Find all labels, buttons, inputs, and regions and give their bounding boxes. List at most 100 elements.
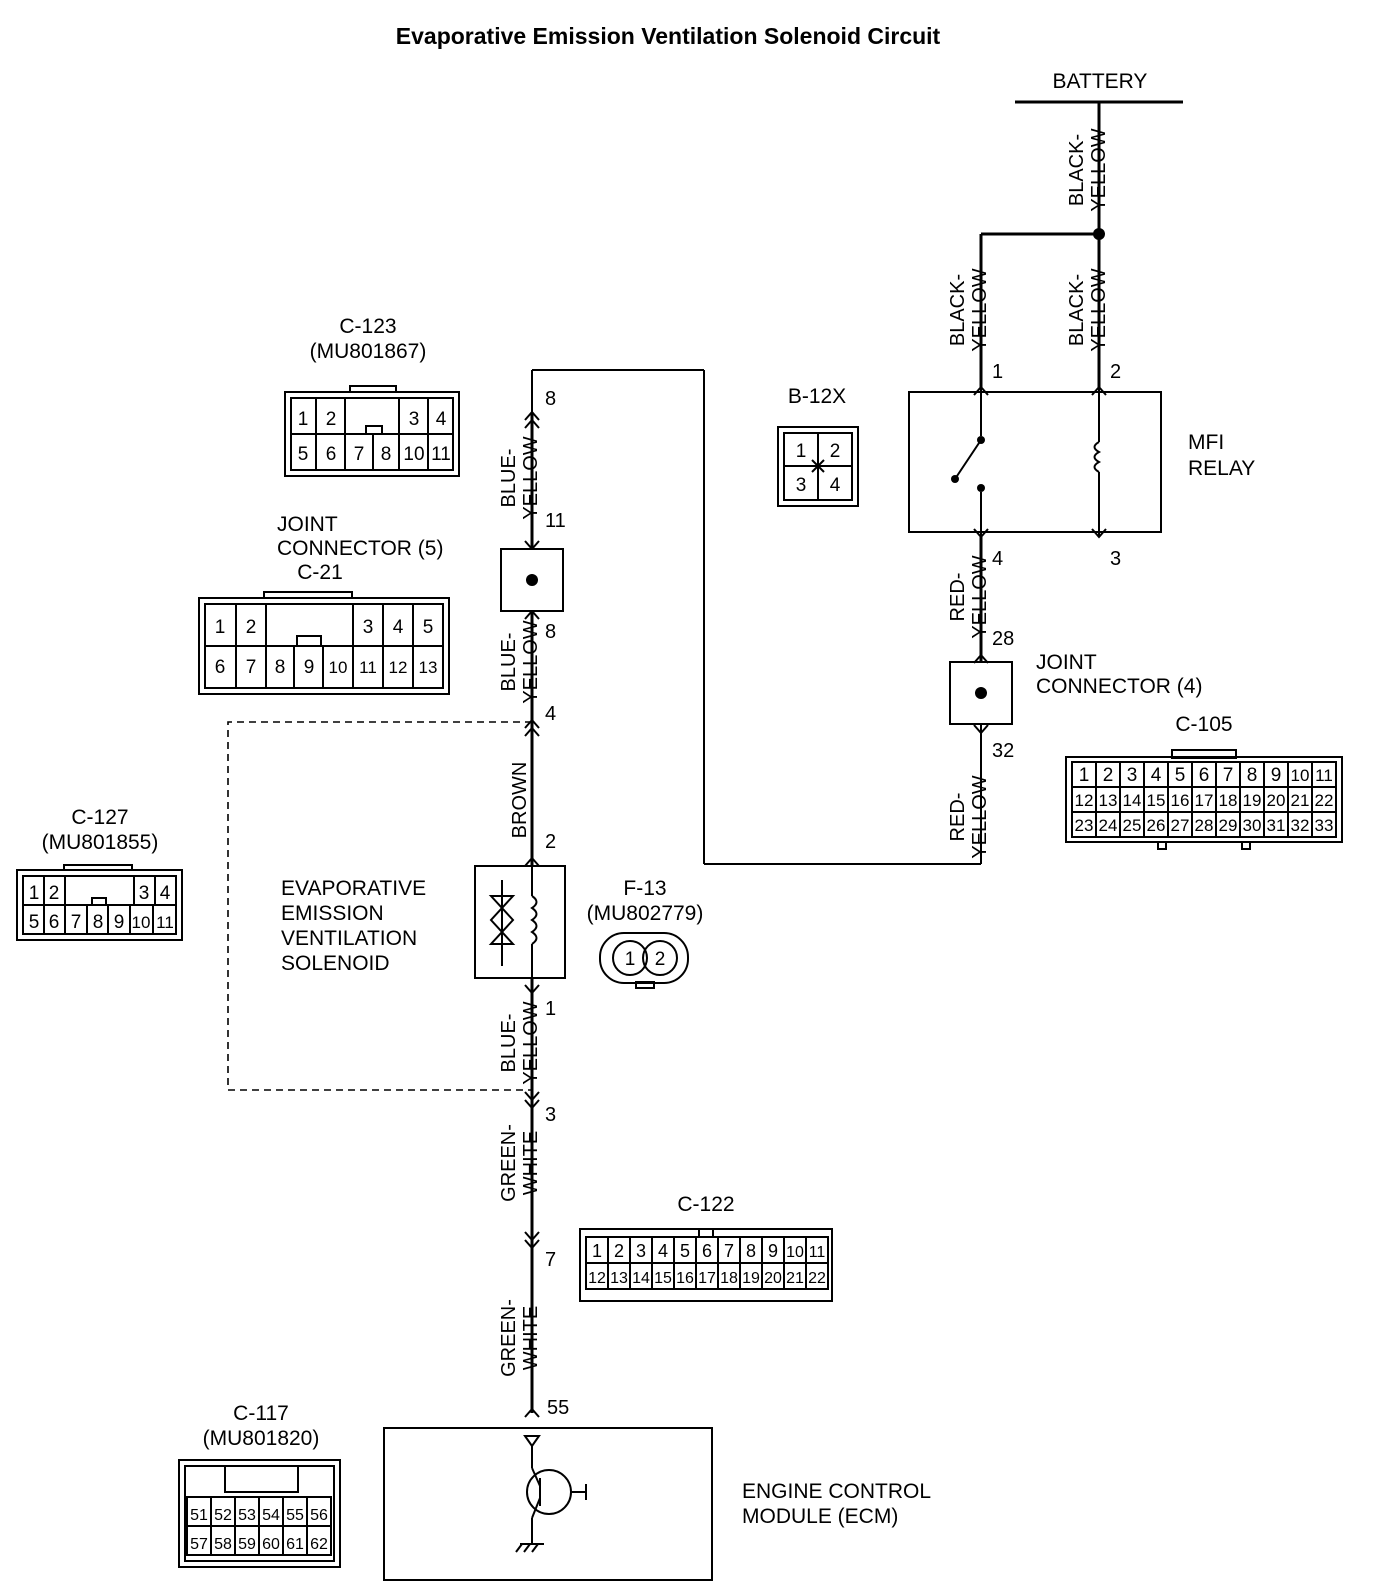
relay-p4-wire-color-2: YELLOW — [969, 555, 991, 638]
c122-cell-17: 17 — [698, 1270, 716, 1287]
c117-cell-52: 52 — [214, 1507, 232, 1524]
c127-cell-5: 5 — [29, 912, 40, 933]
c123-part: (MU801867) — [310, 340, 427, 363]
relay-p2-wire-color-1: BLACK- — [1066, 274, 1088, 346]
c127-cell-1: 1 — [29, 883, 40, 904]
c127-cell-6: 6 — [49, 912, 60, 933]
c21-cell-6: 6 — [215, 657, 226, 678]
b12x-cell-3: 3 — [796, 475, 807, 496]
c105-cell-19: 19 — [1243, 791, 1262, 810]
c122-cell-box — [805, 1262, 829, 1290]
c21-label-1: JOINT — [277, 513, 338, 536]
c21-cell-1: 1 — [215, 617, 226, 638]
c105-cell-11: 11 — [1315, 766, 1333, 785]
c105-cell-32: 32 — [1291, 816, 1310, 835]
c105-cell-14: 14 — [1123, 791, 1142, 810]
solenoid-pin-1: 1 — [545, 998, 556, 1020]
c123-cell-5: 5 — [298, 444, 309, 465]
c127-cell-4: 4 — [160, 883, 171, 904]
solenoid-pin-2: 2 — [545, 831, 556, 853]
c127-cell-7: 7 — [71, 912, 82, 933]
c122-cell-13: 13 — [610, 1270, 628, 1287]
joint4-to-c123-wire: RED- YELLOW — [531, 369, 991, 865]
joint-connector-4: 28 32 JOINT CONNECTOR (4) — [949, 628, 1202, 762]
c105-cell-5: 5 — [1175, 765, 1186, 786]
c105-cell-1: 1 — [1079, 765, 1090, 786]
c123-cell-2: 2 — [326, 409, 337, 430]
c105-cell-30: 30 — [1243, 816, 1262, 835]
ecm-label-1: ENGINE CONTROL — [742, 1480, 931, 1503]
wire-1-3-color-2: YELLOW — [520, 1001, 542, 1084]
c117-cell-53: 53 — [238, 1507, 256, 1524]
c122-cell-16: 16 — [676, 1270, 694, 1287]
c21-cell-13: 13 — [419, 658, 438, 677]
c127-cell-8: 8 — [93, 912, 104, 933]
c127-cell-11: 11 — [156, 913, 174, 932]
c105-cell-13: 13 — [1099, 791, 1118, 810]
c122-cell-18: 18 — [720, 1270, 738, 1287]
c123-cell-4: 4 — [436, 409, 447, 430]
c122-cell-20: 20 — [764, 1270, 782, 1287]
battery-label: BATTERY — [1053, 70, 1148, 93]
c105-cell-2: 2 — [1103, 765, 1114, 786]
c123-cell-7: 7 — [354, 444, 365, 465]
c127-cell-3: 3 — [139, 883, 150, 904]
c117-part: (MU801820) — [203, 1427, 320, 1450]
joint4-pin-out: 32 — [992, 740, 1014, 762]
engine-control-module: 55 ENGINE CONTROL MODULE (ECM) — [383, 1397, 931, 1581]
c122-cell-9: 9 — [768, 1241, 778, 1261]
relay-p1-wire-color-1: BLACK- — [947, 274, 969, 346]
c105-cell-4: 4 — [1151, 765, 1162, 786]
wire-8-4-color-2: YELLOW — [520, 620, 542, 703]
c105-cell-12: 12 — [1075, 791, 1094, 810]
c21-cell-8: 8 — [275, 657, 286, 678]
c105-cell-25: 25 — [1123, 816, 1142, 835]
relay-p1-wire-color-2: YELLOW — [969, 268, 991, 351]
c122-cell-5: 5 — [680, 1241, 690, 1261]
c123-id: C-123 — [339, 315, 396, 338]
joint4-out-wire-color-2: YELLOW — [969, 775, 991, 858]
relay-label-1: MFI — [1188, 431, 1224, 454]
mfi-relay: 1 2 4 3 MFI RELAY — [908, 361, 1255, 570]
c105-cell-3: 3 — [1127, 765, 1138, 786]
wire-7-55-color-1: GREEN- — [498, 1299, 520, 1377]
c117-cell-54: 54 — [262, 1507, 280, 1524]
wire-8-11-color-1: BLUE- — [498, 449, 520, 508]
c105-id: C-105 — [1175, 713, 1232, 736]
c21-cell-9: 9 — [304, 657, 315, 678]
wire-3-7-color-1: GREEN- — [498, 1124, 520, 1202]
c105-cell-6: 6 — [1199, 765, 1210, 786]
c117-cell-61: 61 — [286, 1536, 304, 1553]
battery-supply: BATTERY BLACK- YELLOW BLACK- YELLOW BLAC… — [947, 70, 1183, 387]
c122-id: C-122 — [677, 1193, 734, 1216]
pin-4: 4 — [545, 703, 556, 725]
wire-3-7-color-2: WHITE — [520, 1131, 542, 1195]
joint4-pin-in: 28 — [992, 628, 1014, 650]
c105-cell-27: 27 — [1171, 816, 1190, 835]
c127-part: (MU801855) — [42, 831, 159, 854]
c117-cell-60: 60 — [262, 1536, 280, 1553]
c117-cell-57: 57 — [190, 1536, 208, 1553]
c105-cell-20: 20 — [1267, 791, 1286, 810]
solenoid-label-1: EVAPORATIVE — [281, 877, 426, 900]
pin-3: 3 — [545, 1104, 556, 1126]
evap-ventilation-solenoid: 2 1 EVAPORATIVE EMISSION VENTILATION SOL… — [281, 831, 566, 1020]
c21-id: C-21 — [297, 561, 343, 584]
c127-id: C-127 — [71, 806, 128, 829]
c122-cell-15: 15 — [654, 1270, 672, 1287]
joint5-pin-out: 8 — [545, 621, 556, 643]
c105-cell-31: 31 — [1267, 816, 1286, 835]
joint5-pin-in: 11 — [545, 510, 566, 532]
c117-cell-box — [306, 1525, 332, 1556]
c122-cell-14: 14 — [632, 1270, 650, 1287]
solenoid-label-4: SOLENOID — [281, 952, 390, 975]
c122-cell-3: 3 — [636, 1241, 646, 1261]
joint4-out-wire-color-1: RED- — [947, 793, 969, 842]
wire-4-2-color: BROWN — [509, 762, 531, 839]
wire-1-3-color-1: BLUE- — [498, 1014, 520, 1073]
c127-cell-9: 9 — [114, 912, 125, 933]
connector-b12x: B-12X 1 2 3 4 — [777, 385, 859, 507]
c127-cell-2: 2 — [49, 883, 60, 904]
c117-cell-62: 62 — [310, 1536, 328, 1553]
